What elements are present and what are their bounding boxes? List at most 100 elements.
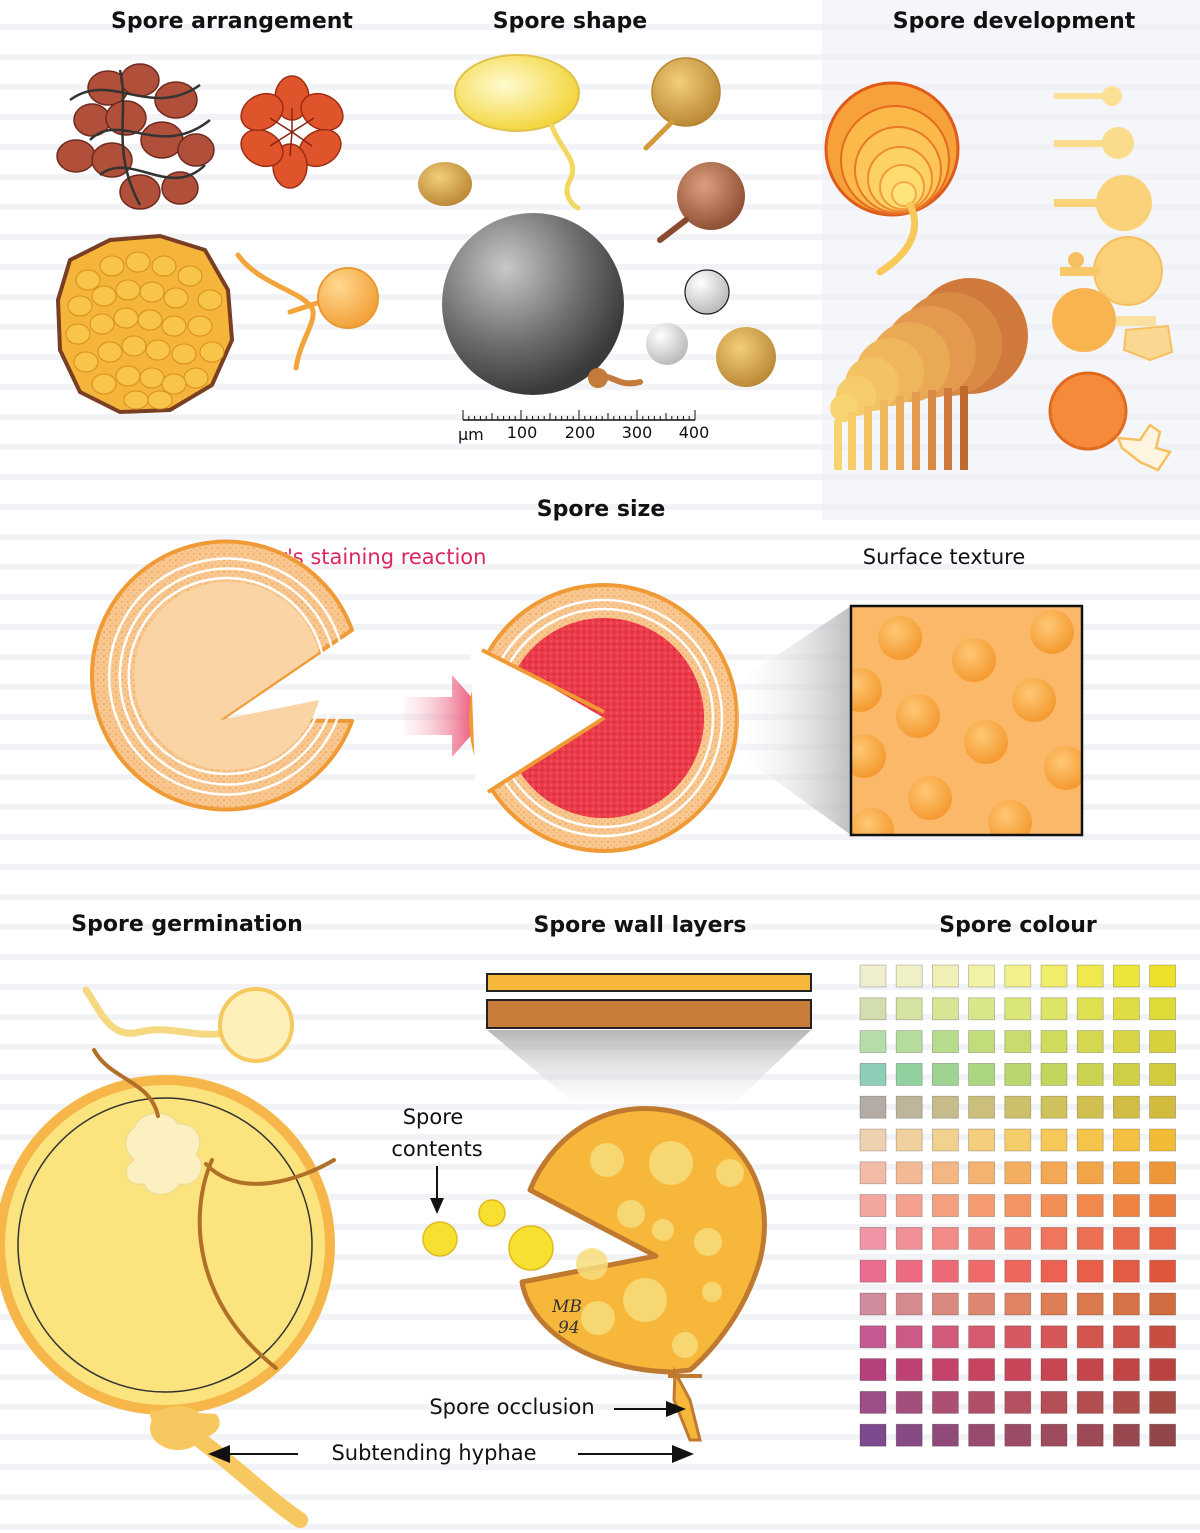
colour-swatch <box>1113 1260 1139 1282</box>
spore-shape-group <box>418 55 776 395</box>
colour-swatch <box>1113 998 1139 1020</box>
colour-swatch <box>896 1260 922 1282</box>
signature-initials: MB <box>551 1297 582 1317</box>
colour-swatch <box>896 1096 922 1118</box>
colour-swatch <box>1113 1359 1139 1381</box>
colour-swatch <box>1041 998 1067 1020</box>
colour-swatch <box>1005 1227 1031 1249</box>
colour-swatch <box>860 1031 886 1053</box>
colour-swatch <box>860 1162 886 1184</box>
colour-swatch <box>969 1063 995 1085</box>
colour-swatch <box>1041 1326 1067 1348</box>
colour-swatch <box>1077 1096 1103 1118</box>
colour-swatch <box>1150 965 1176 987</box>
colour-swatch <box>969 1391 995 1413</box>
colour-swatch <box>1005 1391 1031 1413</box>
colour-swatch <box>896 1227 922 1249</box>
colour-swatch <box>1005 1063 1031 1085</box>
colour-swatch <box>1041 1391 1067 1413</box>
spore-cluster-rosette <box>234 76 349 188</box>
surface-texture-swatch <box>838 606 1088 852</box>
colour-swatch <box>1113 1096 1139 1118</box>
colour-swatch <box>969 1031 995 1053</box>
colour-swatch <box>1150 998 1176 1020</box>
colour-swatch <box>1077 1326 1103 1348</box>
colour-swatch <box>1005 1326 1031 1348</box>
colour-swatch <box>1005 1162 1031 1184</box>
heading-spore-wall-layers: Spore wall layers <box>534 913 747 938</box>
colour-swatch <box>1150 1096 1176 1118</box>
colour-swatch <box>932 998 958 1020</box>
development-series <box>1050 86 1172 470</box>
colour-swatch <box>896 1391 922 1413</box>
colour-swatch <box>860 998 886 1020</box>
colour-swatch <box>860 1391 886 1413</box>
scale-tick-400: 400 <box>679 423 710 442</box>
colour-swatch <box>860 1260 886 1282</box>
colour-swatch <box>896 1326 922 1348</box>
colour-swatch <box>896 1162 922 1184</box>
heading-spore-arrangement: Spore arrangement <box>111 9 353 34</box>
label-spore-occlusion: Spore occlusion <box>429 1395 594 1419</box>
colour-swatch <box>896 1195 922 1217</box>
colour-swatch <box>1077 1359 1103 1381</box>
colour-swatch <box>1041 1195 1067 1217</box>
colour-swatch <box>932 1293 958 1315</box>
colour-swatch <box>969 965 995 987</box>
colour-swatch <box>1113 1326 1139 1348</box>
colour-swatch <box>1077 1424 1103 1446</box>
colour-swatch <box>1077 998 1103 1020</box>
colour-swatch <box>860 1293 886 1315</box>
arrow-spore-contents <box>430 1166 444 1214</box>
colour-swatch <box>1150 1326 1176 1348</box>
colour-swatch <box>1005 1293 1031 1315</box>
colour-swatch <box>1113 1063 1139 1085</box>
colour-swatch <box>896 1063 922 1085</box>
colour-swatch <box>860 1063 886 1085</box>
colour-swatch <box>1113 1195 1139 1217</box>
colour-swatch <box>1113 1227 1139 1249</box>
colour-swatch <box>932 1031 958 1053</box>
colour-swatch <box>860 1195 886 1217</box>
colour-swatch <box>1150 1293 1176 1315</box>
colour-swatch <box>969 1326 995 1348</box>
colour-swatch <box>1041 965 1067 987</box>
scale-tick-200: 200 <box>565 423 596 442</box>
colour-swatch <box>969 1195 995 1217</box>
colour-swatch <box>1077 1391 1103 1413</box>
colour-swatch <box>1150 1195 1176 1217</box>
colour-swatch <box>969 1227 995 1249</box>
colour-swatch <box>932 1227 958 1249</box>
colour-swatch <box>1077 965 1103 987</box>
scale-tick-300: 300 <box>622 423 653 442</box>
colour-swatch <box>1113 1293 1139 1315</box>
colour-swatch <box>1150 1260 1176 1282</box>
colour-swatch <box>969 998 995 1020</box>
texture-zoom-cone <box>737 606 851 835</box>
wall-layers-bars <box>487 974 811 1112</box>
colour-swatch <box>1150 1227 1176 1249</box>
colour-swatch <box>1113 1031 1139 1053</box>
colour-swatch <box>860 1227 886 1249</box>
colour-swatch <box>860 1359 886 1381</box>
colour-swatch <box>1113 1424 1139 1446</box>
sporocarp <box>58 236 232 412</box>
colour-swatch <box>1041 1162 1067 1184</box>
spore-cutaway-stained <box>470 561 737 857</box>
colour-swatch <box>1041 1260 1067 1282</box>
colour-swatch <box>1005 1096 1031 1118</box>
colour-swatch <box>1005 1424 1031 1446</box>
colour-swatch <box>1005 965 1031 987</box>
development-stacked-spores <box>830 278 1028 470</box>
spore-colour-chart <box>860 965 1176 1446</box>
heading-spore-germination: Spore germination <box>71 912 302 937</box>
colour-swatch <box>969 1129 995 1151</box>
heading-spore-size: Spore size <box>537 497 666 522</box>
colour-swatch <box>1150 1162 1176 1184</box>
colour-swatch <box>932 1260 958 1282</box>
colour-swatch <box>1077 1031 1103 1053</box>
label-subtending-hyphae: Subtending hyphae <box>331 1441 536 1465</box>
colour-swatch <box>1113 1129 1139 1151</box>
colour-swatch <box>1077 1195 1103 1217</box>
